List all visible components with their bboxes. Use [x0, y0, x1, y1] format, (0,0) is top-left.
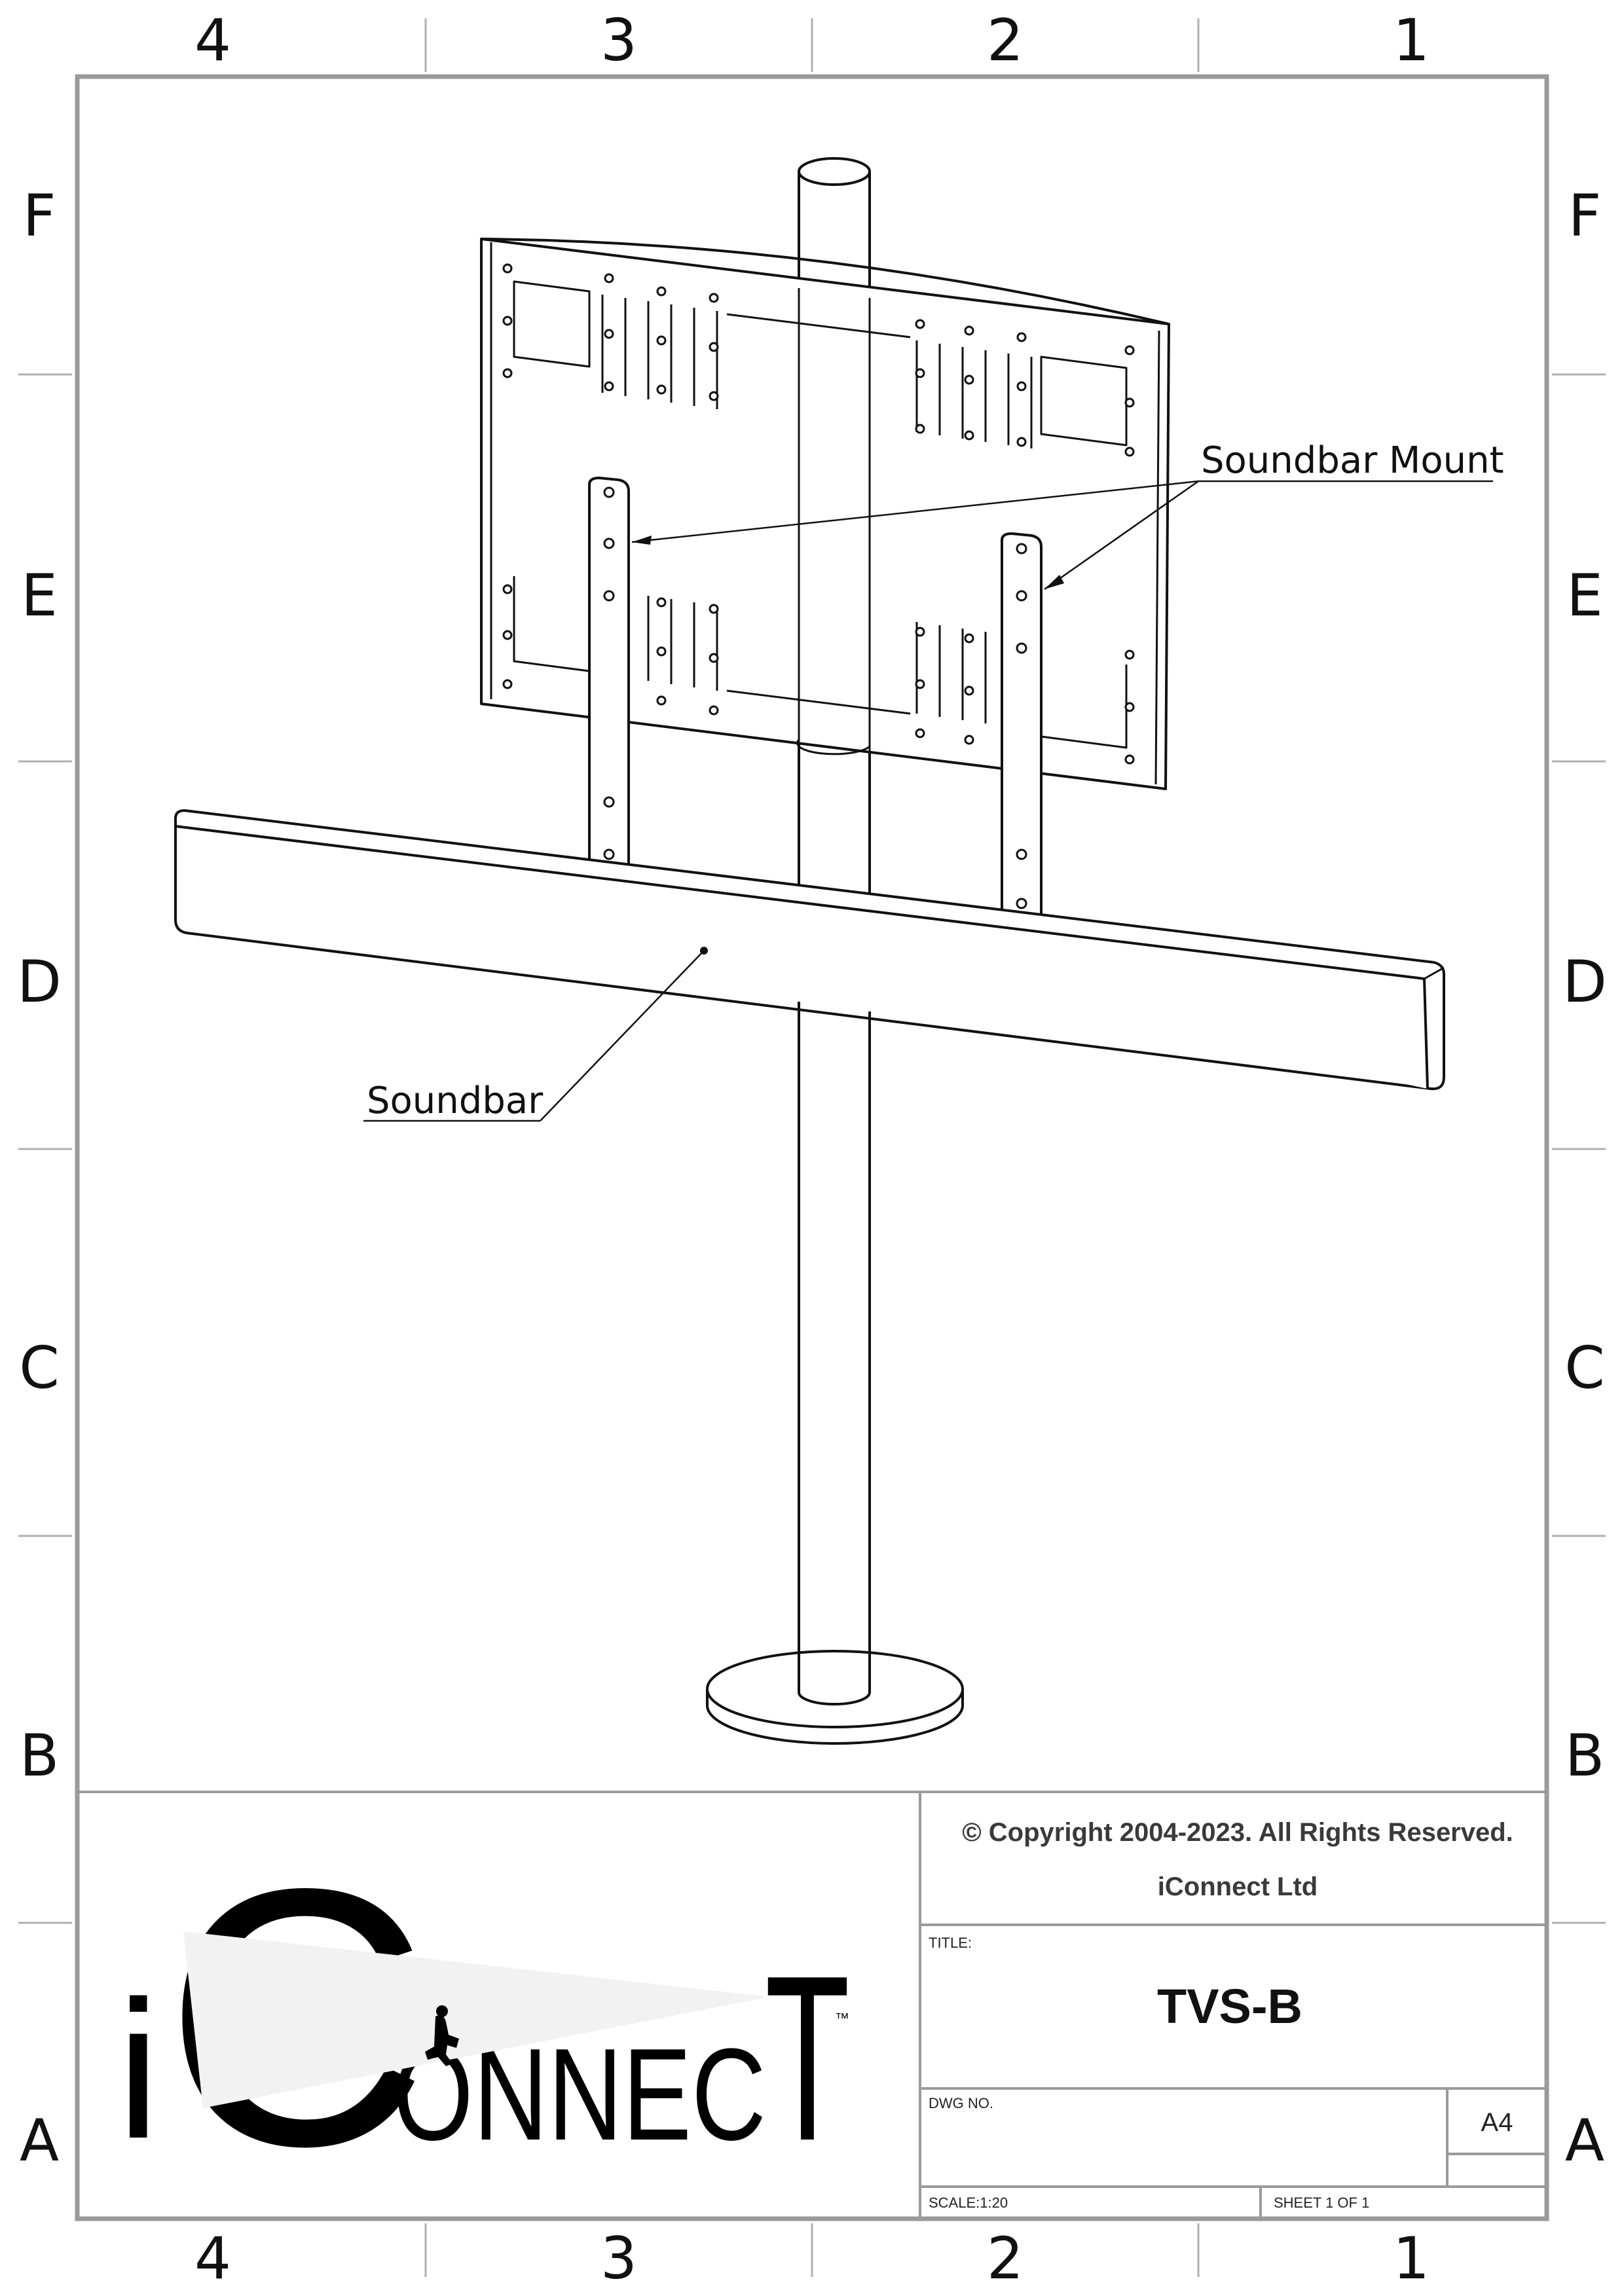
zone-col-2-top: 2 [987, 7, 1024, 74]
zone-col-3-top: 3 [600, 7, 637, 74]
drawing-border [75, 74, 1549, 2221]
zone-col-1-bottom: 1 [1393, 2225, 1430, 2292]
zone-row-f-left: F [23, 182, 56, 249]
pole-lower [798, 1002, 871, 1692]
sheet-number: SHEET 1 OF 1 [1274, 2195, 1369, 2211]
title-block [77, 1791, 1547, 2219]
callout-soundbar: Soundbar [367, 1080, 544, 1122]
logo-letter-t: T [765, 1927, 850, 2190]
zone-row-b-right: B [1565, 1722, 1604, 1789]
base-plate [706, 1650, 964, 1745]
zone-row-c-right: C [1564, 1334, 1604, 1402]
zone-row-c-left: C [19, 1334, 59, 1402]
callout-soundbar-mount: Soundbar Mount [1201, 439, 1504, 482]
dwg-no-label: DWG NO. [929, 2095, 993, 2111]
zone-row-d-right: D [1562, 948, 1607, 1015]
zone-row-b-left: B [20, 1722, 59, 1789]
zone-row-a-right: A [1565, 2107, 1604, 2174]
zone-col-3-bottom: 3 [600, 2225, 637, 2292]
logo-figure-head [436, 2005, 448, 2017]
zone-row-e-right: E [1566, 562, 1603, 629]
tv-stand-drawing [174, 157, 1445, 1745]
zone-row-a-left: A [20, 2107, 59, 2174]
zone-row-f-right: F [1568, 182, 1602, 249]
zone-col-4-top: 4 [194, 7, 231, 74]
logo-letter-i: i [117, 1959, 160, 2179]
sheet-size: A4 [1481, 2108, 1513, 2137]
company-name: iConnect Ltd [1158, 1872, 1318, 1901]
zone-col-1-top: 1 [1393, 7, 1430, 74]
logo-trademark: ™ [835, 2010, 849, 2026]
soundbar-body [174, 809, 1445, 1091]
zone-ticks [18, 18, 1606, 2277]
scale-text: SCALE:1:20 [929, 2195, 1008, 2211]
drawing-title: TVS-B [1157, 1979, 1302, 2033]
copyright-text: © Copyright 2004-2023. All Rights Reserv… [962, 1818, 1513, 1847]
logo-figure-icon [425, 2015, 459, 2066]
mounting-holes [502, 263, 1135, 765]
title-label: TITLE: [929, 1935, 972, 1951]
zone-row-d-left: D [17, 948, 62, 1015]
zone-row-e-left: E [21, 562, 58, 629]
callout-leaders [363, 480, 1493, 1122]
zone-col-4-bottom: 4 [194, 2225, 231, 2292]
iconnect-logo: i C ONNEC T ™ [117, 1812, 850, 2222]
zone-col-2-bottom: 2 [987, 2225, 1024, 2292]
logo-light-beam [183, 1931, 769, 2108]
soundbar-mount-bracket-right [1001, 532, 1043, 921]
tv-mounting-plate [480, 238, 1170, 790]
soundbar-mount-bracket-left [588, 477, 630, 875]
callout-arrowheads [632, 536, 1064, 589]
